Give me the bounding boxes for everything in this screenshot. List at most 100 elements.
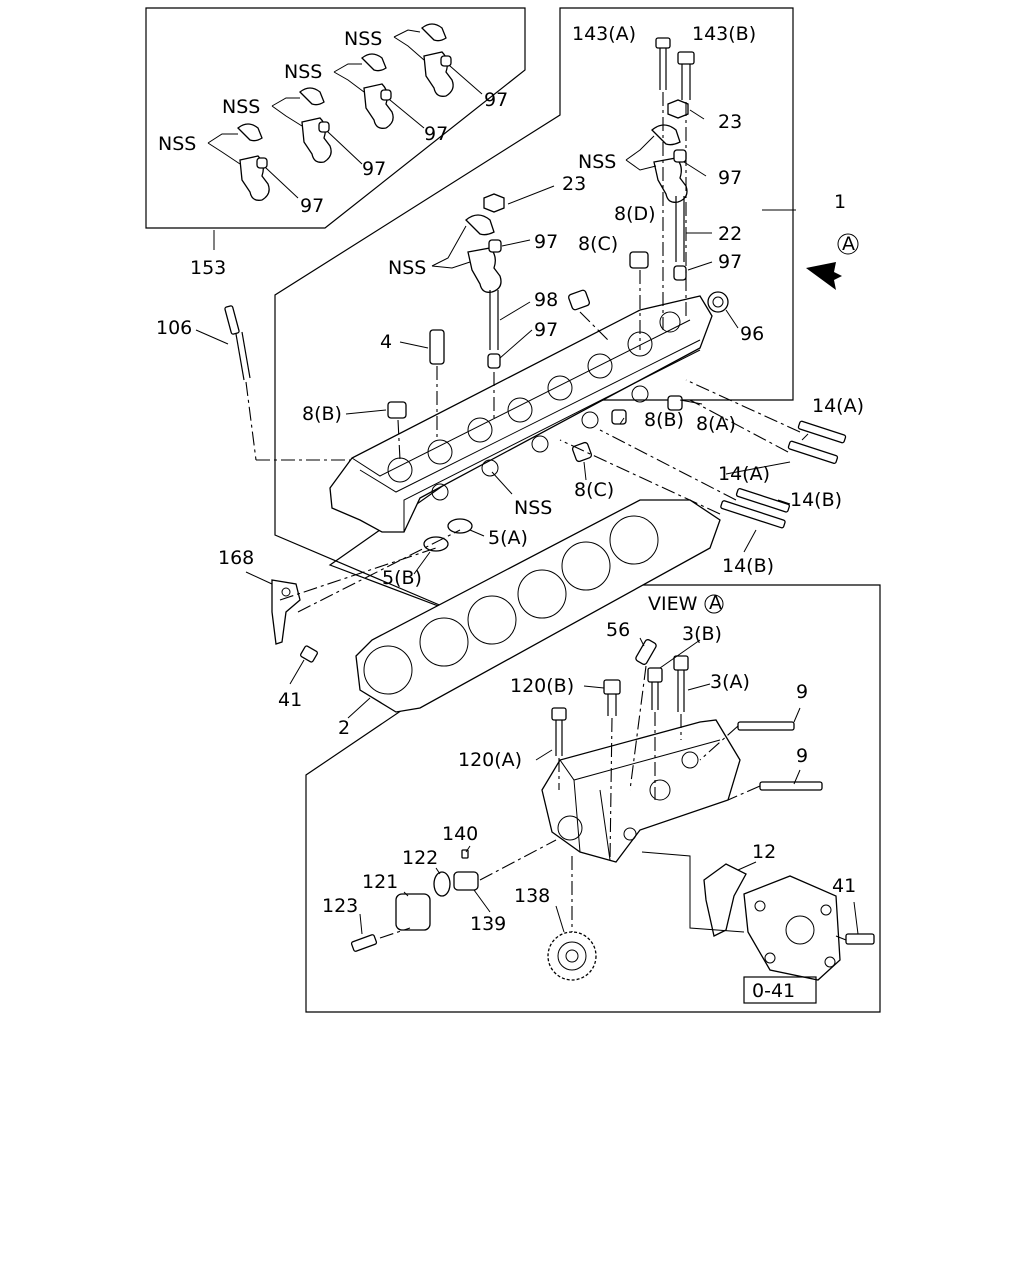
reference-label: 0-41 bbox=[752, 980, 795, 1002]
label-97: 97 bbox=[300, 195, 324, 217]
plug-96 bbox=[707, 291, 729, 313]
label-nss: NSS bbox=[578, 151, 616, 173]
label-nss: NSS bbox=[344, 28, 382, 50]
nut-23-top bbox=[667, 99, 689, 119]
label-143a: 143(A) bbox=[572, 23, 636, 45]
label-96: 96 bbox=[740, 323, 764, 345]
rocker-arm-upper bbox=[651, 124, 688, 203]
label-9: 9 bbox=[796, 745, 808, 767]
shaft-22 bbox=[673, 196, 687, 281]
cap-8b-lower bbox=[611, 409, 627, 425]
label-14a: 14(A) bbox=[718, 463, 770, 485]
cylinder-head-assembly-frame bbox=[274, 7, 794, 619]
stud-14a-lower bbox=[787, 440, 839, 464]
seal-5a bbox=[447, 518, 473, 534]
label-97: 97 bbox=[718, 251, 742, 273]
label-22: 22 bbox=[718, 223, 742, 245]
bolt-143a bbox=[655, 37, 671, 90]
stud-14b-lower bbox=[720, 500, 786, 529]
label-5b: 5(B) bbox=[382, 567, 422, 589]
view-a-head-block bbox=[541, 719, 741, 863]
rocker-arm-inset-frame bbox=[145, 7, 526, 229]
reference-box bbox=[743, 976, 817, 1004]
label-8c: 8(C) bbox=[578, 233, 618, 255]
label-8b: 8(B) bbox=[644, 409, 684, 431]
glow-plug-106 bbox=[224, 305, 251, 381]
label-97: 97 bbox=[534, 231, 558, 253]
bolt-3a bbox=[673, 655, 689, 712]
label-1: 1 bbox=[834, 191, 846, 213]
label-14b: 14(B) bbox=[790, 489, 842, 511]
upper-leader-lines bbox=[195, 109, 809, 719]
label-3b: 3(B) bbox=[682, 623, 722, 645]
label-3a: 3(A) bbox=[710, 671, 750, 693]
bolt-41-left bbox=[300, 645, 318, 663]
label-nss: NSS bbox=[284, 61, 322, 83]
head-gasket-2 bbox=[355, 499, 721, 713]
label-8c: 8(C) bbox=[574, 479, 614, 501]
label-120a: 120(A) bbox=[458, 749, 522, 771]
label-nss: NSS bbox=[514, 497, 552, 519]
rocker-arm-group-3 bbox=[299, 87, 332, 163]
label-23: 23 bbox=[562, 173, 586, 195]
view-a-dash-lines bbox=[379, 665, 847, 941]
rocker-arm-group-2 bbox=[361, 53, 394, 129]
cap-8d bbox=[629, 251, 649, 269]
label-153: 153 bbox=[190, 257, 226, 279]
assembly-dash-lines bbox=[245, 92, 801, 613]
cap-8b bbox=[387, 401, 407, 419]
stud-14b-upper bbox=[735, 488, 790, 513]
view-arrow-letter: A bbox=[842, 233, 855, 255]
stud-9-upper bbox=[737, 721, 795, 731]
cap-8c-top bbox=[568, 289, 590, 311]
label-41: 41 bbox=[832, 875, 856, 897]
label-nss: NSS bbox=[388, 257, 426, 279]
housing-plate bbox=[743, 875, 841, 981]
bolt-123 bbox=[350, 934, 378, 952]
label-120b: 120(B) bbox=[510, 675, 574, 697]
sleeve-139 bbox=[453, 871, 479, 891]
stud-9-lower bbox=[759, 781, 823, 791]
view-a-title-letter: A bbox=[709, 592, 722, 614]
shaft-98 bbox=[487, 290, 501, 369]
view-a-title-circle bbox=[704, 594, 724, 614]
label-56: 56 bbox=[606, 619, 630, 641]
bolt-143b bbox=[677, 51, 695, 100]
label-12: 12 bbox=[752, 841, 776, 863]
label-143b: 143(B) bbox=[692, 23, 756, 45]
rocker-arm-middle bbox=[465, 214, 502, 293]
bracket-168 bbox=[271, 579, 301, 645]
label-97: 97 bbox=[718, 167, 742, 189]
label-4: 4 bbox=[380, 331, 392, 353]
cap-8a bbox=[667, 395, 683, 411]
label-23: 23 bbox=[718, 111, 742, 133]
label-14a: 14(A) bbox=[812, 395, 864, 417]
label-168: 168 bbox=[218, 547, 254, 569]
gear-138 bbox=[547, 931, 597, 981]
view-a-leader-lines bbox=[359, 637, 859, 935]
label-14b: 14(B) bbox=[722, 555, 774, 577]
label-97: 97 bbox=[534, 319, 558, 341]
pin-56 bbox=[635, 639, 657, 665]
label-122: 122 bbox=[402, 847, 438, 869]
o-ring-122 bbox=[433, 871, 451, 897]
nut-23-mid bbox=[483, 193, 505, 213]
view-a-arrow bbox=[806, 233, 859, 290]
label-nss: NSS bbox=[222, 96, 260, 118]
rocker-arm-group-1 bbox=[421, 23, 454, 97]
label-123: 123 bbox=[322, 895, 358, 917]
label-121: 121 bbox=[362, 871, 398, 893]
bolt-41-right bbox=[845, 933, 875, 945]
label-nss: NSS bbox=[158, 133, 196, 155]
label-106: 106 bbox=[156, 317, 192, 339]
label-41: 41 bbox=[278, 689, 302, 711]
label-8a: 8(A) bbox=[696, 413, 736, 435]
label-2: 2 bbox=[338, 717, 350, 739]
bolt-3b bbox=[647, 667, 663, 710]
bolt-120b bbox=[603, 679, 621, 716]
label-97: 97 bbox=[484, 89, 508, 111]
inset-leader-lines bbox=[207, 29, 483, 250]
cylinder-head-block bbox=[329, 295, 713, 533]
sleeve-4 bbox=[429, 329, 445, 365]
